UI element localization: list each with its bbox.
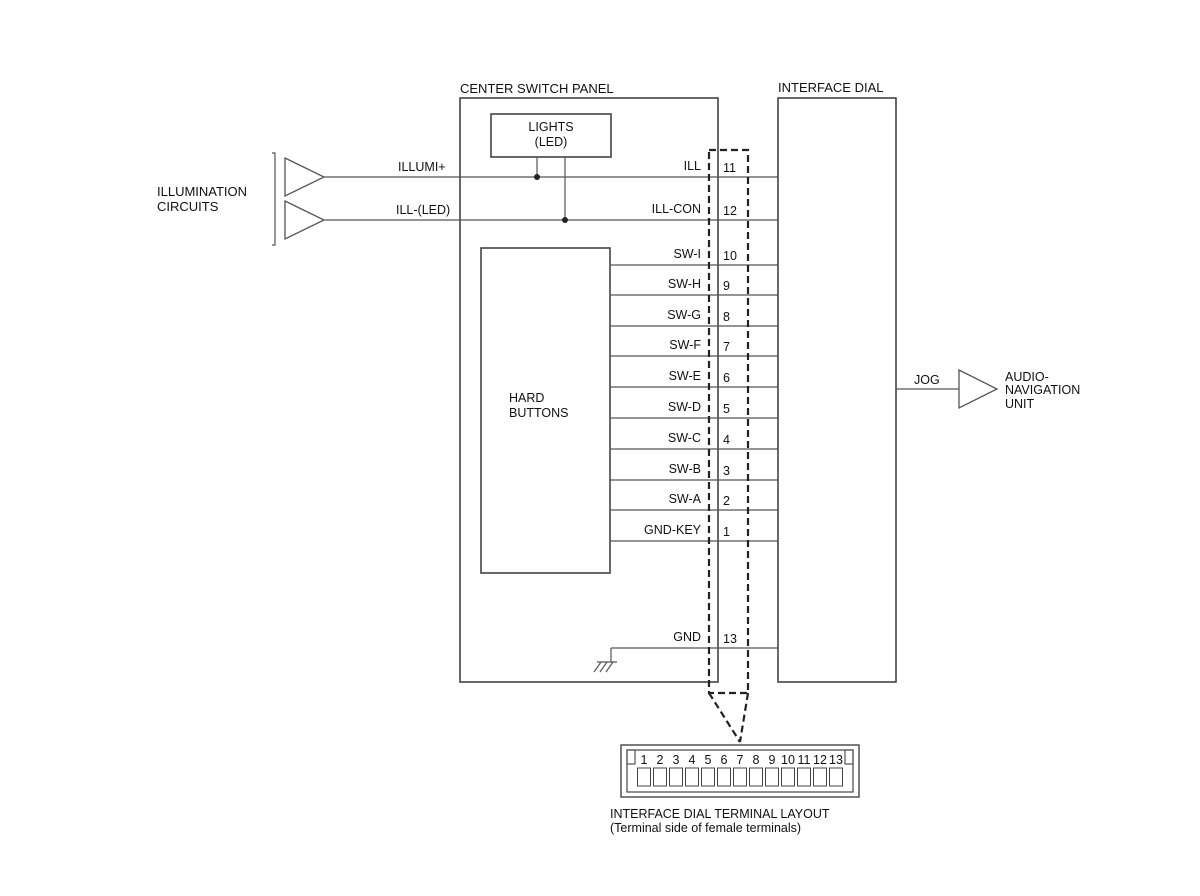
center-switch-panel: CENTER SWITCH PANEL LIGHTS (LED) HARD BU… (324, 81, 778, 683)
audio-navigation-label-line1: AUDIO- (1005, 370, 1049, 384)
connector-pin-cell-11 (797, 767, 811, 787)
interface-dial-title: INTERFACE DIAL (778, 80, 883, 95)
junction-dot-ill-con (562, 217, 568, 223)
connector-latch-left (626, 749, 636, 765)
pin-number-1: 1 (723, 525, 730, 539)
center-panel-box (459, 97, 719, 683)
pin-number-8: 8 (723, 310, 730, 324)
illumination-circuits: ILLUMINATION CIRCUITS ILLUMI+ ILL-(LED) (157, 152, 450, 246)
illumi-plus-wire-label: ILLUMI+ (398, 160, 446, 174)
center-panel-title: CENTER SWITCH PANEL (460, 81, 614, 96)
connector-caption-line2: (Terminal side of female terminals) (610, 821, 801, 835)
signal-label-sw-f: SW-F (669, 338, 701, 352)
audio-navigation-label-line3: UNIT (1005, 397, 1035, 411)
lights-label-line2: (LED) (535, 135, 568, 149)
connector-pin-cell-6 (717, 767, 731, 787)
ground-icon (593, 648, 617, 673)
illumination-label-line2: CIRCUITS (157, 199, 219, 214)
signal-label-ill-con: ILL-CON (652, 202, 701, 216)
pin-number-4: 4 (723, 433, 730, 447)
connector-leader-right (738, 692, 750, 743)
pin-number-12: 12 (723, 204, 737, 218)
connector-pin-label-8: 8 (753, 753, 760, 767)
connector-pin-label-12: 12 (813, 753, 827, 767)
connector-inner-frame (626, 749, 854, 793)
connector-pin-label-9: 9 (769, 753, 776, 767)
connector-pin-cell-8 (749, 767, 763, 787)
pin-number-7: 7 (723, 340, 730, 354)
signal-label-sw-d: SW-D (668, 400, 701, 414)
signal-label-gnd-key: GND-KEY (644, 523, 702, 537)
connector-latch-right (844, 749, 854, 765)
connector-pin-label-4: 4 (689, 753, 696, 767)
pin-number-6: 6 (723, 371, 730, 385)
lights-label-line1: LIGHTS (528, 120, 573, 134)
illumination-bracket (272, 152, 276, 246)
connector-pin-label-11: 11 (798, 753, 811, 767)
signal-label-sw-g: SW-G (667, 308, 701, 322)
connector-caption-line1: INTERFACE DIAL TERMINAL LAYOUT (610, 807, 830, 821)
connector-pin-cell-4 (685, 767, 699, 787)
signal-label-sw-i: SW-I (673, 247, 701, 261)
connector-pin-cell-7 (733, 767, 747, 787)
audio-navigation-label-line2: NAVIGATION (1005, 383, 1080, 397)
pin-number-10: 10 (723, 249, 737, 263)
connector-pin-cell-5 (701, 767, 715, 787)
connector-pin-cell-1 (637, 767, 651, 787)
pin-number-5: 5 (723, 402, 730, 416)
connector-pin-cell-9 (765, 767, 779, 787)
signal-label-sw-h: SW-H (668, 277, 701, 291)
signal-label-gnd: GND (673, 630, 701, 644)
connector-pin-cell-12 (813, 767, 827, 787)
connector-pin-cell-13 (829, 767, 843, 787)
interface-dial-box (777, 97, 897, 683)
ill-led-amplifier-icon (284, 199, 326, 241)
connector-outer-frame (620, 744, 860, 798)
pin-number-11: 11 (723, 161, 736, 175)
interface-dial: INTERFACE DIAL (777, 80, 897, 683)
hard-buttons-label-line2: BUTTONS (509, 406, 569, 420)
illumination-label-line1: ILLUMINATION (157, 184, 247, 199)
signal-label-sw-e: SW-E (669, 369, 701, 383)
connector-pin-label-7: 7 (737, 753, 744, 767)
connector-leader-left (708, 692, 741, 743)
pin-number-2: 2 (723, 494, 730, 508)
connector-outline (707, 148, 750, 695)
signal-label-ill: ILL (684, 159, 701, 173)
hard-buttons-label-line1: HARD (509, 391, 544, 405)
ill-led-wire-label: ILL-(LED) (396, 203, 450, 217)
illumi-plus-amplifier-icon (284, 156, 326, 198)
connector-pin-cell-2 (653, 767, 667, 787)
connector-pin-label-13: 13 (829, 753, 843, 767)
connector-pin-label-6: 6 (721, 753, 728, 767)
connector-pin-label-10: 10 (781, 753, 795, 767)
audio-navigation-output: JOG AUDIO- NAVIGATION UNIT (896, 368, 1080, 411)
connector-pin-label-1: 1 (641, 753, 648, 767)
connector-pin-label-2: 2 (657, 753, 664, 767)
lights-led-box (490, 113, 612, 158)
signal-label-sw-a: SW-A (669, 492, 702, 506)
signal-label-sw-b: SW-B (669, 462, 701, 476)
connector-pin-cell-3 (669, 767, 683, 787)
hard-buttons-box (480, 247, 611, 574)
pin-number-13: 13 (723, 632, 737, 646)
signal-label-sw-c: SW-C (668, 431, 701, 445)
connector-pin-cell-10 (781, 767, 795, 787)
audio-navigation-amplifier-icon (958, 368, 999, 410)
connector-pin-label-5: 5 (705, 753, 712, 767)
jog-wire-label: JOG (914, 373, 940, 387)
pin-number-3: 3 (723, 464, 730, 478)
connector-pin-label-3: 3 (673, 753, 680, 767)
junction-dot-ill (534, 174, 540, 180)
pin-number-9: 9 (723, 279, 730, 293)
